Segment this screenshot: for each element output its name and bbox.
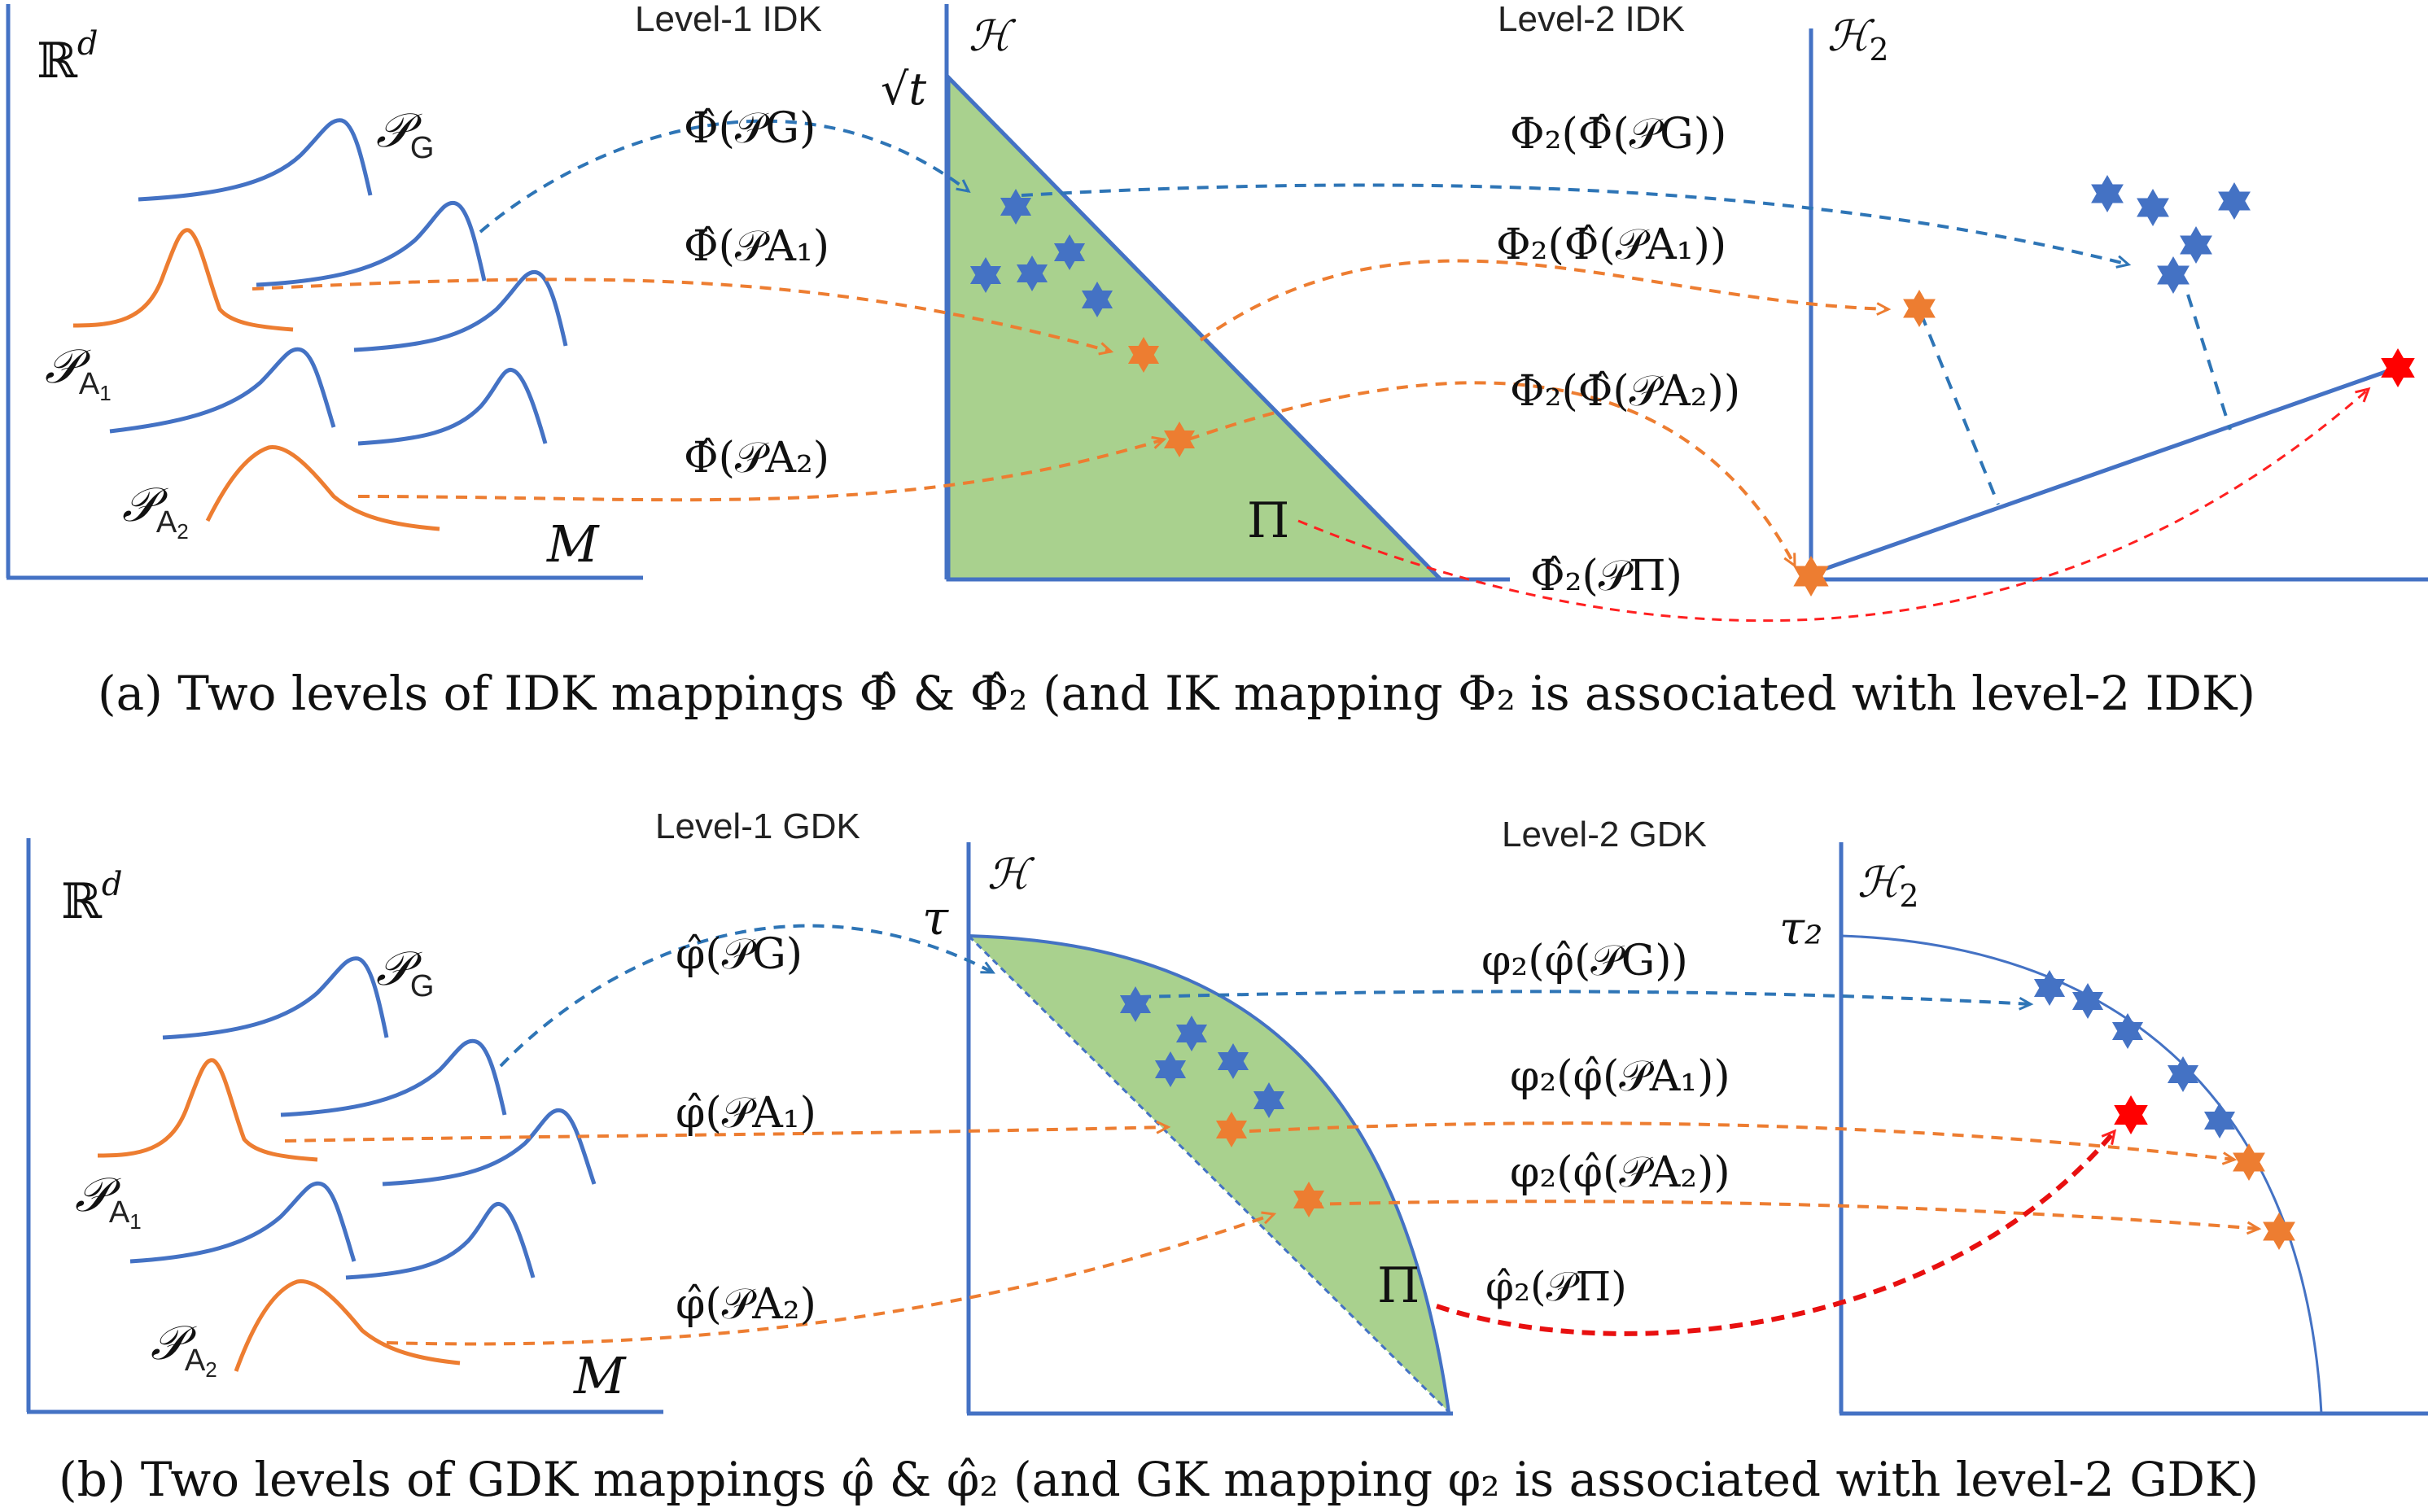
label-tau2: τ₂ (1779, 902, 1822, 955)
star-orange (1793, 556, 1829, 596)
level2-title-a: Level-2 IDK (1498, 0, 1685, 39)
curve-a1 (72, 228, 294, 332)
label-pi-b: Π (1377, 1257, 1420, 1314)
curve-g-1 (138, 118, 373, 202)
map2-g-b: φ₂(φ̂(𝒫G)) (1481, 937, 1688, 985)
map2-a1-a: Φ₂(Φ̂(𝒫A₁)) (1496, 221, 1726, 269)
curve-g-4 (109, 347, 336, 434)
star-orange (2233, 1143, 2265, 1181)
input-space-label-b: ℝd (61, 866, 122, 930)
level1-space-a (944, 4, 1510, 582)
star-red (2114, 1095, 2148, 1134)
map-g-b: φ̂(𝒫G) (676, 930, 803, 979)
star-orange (2263, 1213, 2295, 1250)
map2-g-a: Φ₂(Φ̂(𝒫G)) (1510, 110, 1726, 159)
star-blue (2180, 226, 2212, 264)
star-blue (2091, 175, 2124, 212)
curve-g-5 (357, 368, 548, 446)
label-m-a: M (546, 514, 600, 574)
star-blue (2137, 189, 2169, 226)
input-space-axes-b (26, 838, 663, 1414)
star-blue (2218, 182, 2251, 220)
map-a1-b: φ̂(𝒫A₁) (676, 1089, 816, 1138)
label-h2-b: ℋ2 (1857, 859, 1919, 914)
curve-a2 (205, 445, 440, 531)
level2-projection-line (1810, 365, 2398, 576)
star-orange (1903, 290, 1936, 327)
label-p-a2-b: 𝒫A2 (151, 1315, 217, 1382)
mapping-arrows-b (284, 924, 2262, 1346)
label-m-b: M (573, 1346, 627, 1405)
map2-a2-a: Φ₂(Φ̂(𝒫A₂)) (1510, 367, 1740, 416)
star-red (2381, 348, 2415, 387)
distribution-curves-b (97, 956, 597, 1372)
mapping-arrows-a (252, 119, 2371, 623)
label-h2-a: ℋ2 (1827, 12, 1889, 68)
map-g-a: Φ̂(𝒫G) (684, 104, 816, 153)
curve-g-3 (353, 269, 568, 352)
map-a1-a: Φ̂(𝒫A₁) (684, 222, 829, 271)
label-p-a1-b: 𝒫A1 (75, 1167, 142, 1234)
map2-a1-b: φ₂(φ̂(𝒫A₁)) (1510, 1052, 1730, 1101)
star-blue (2033, 970, 2066, 1006)
feasible-region-a (946, 72, 1446, 582)
map-a2-b: φ̂(𝒫A₂) (676, 1280, 816, 1329)
level2-title-b: Level-2 GDK (1502, 815, 1707, 854)
label-tau: τ (922, 890, 949, 946)
input-space-label-a: ℝd (37, 25, 98, 90)
level1-space-b (966, 842, 1453, 1416)
star-blue (2111, 1013, 2144, 1049)
label-p-a2-a: 𝒫A2 (122, 477, 189, 544)
stars-level2-a (2091, 175, 2251, 294)
panel-b: ℝd 𝒫G 𝒫A1 𝒫A2 M Level-1 GDK Level-2 GDK … (26, 806, 2428, 1507)
level2-space-a (1809, 28, 2428, 582)
label-h-a: ℋ (969, 12, 1017, 61)
label-p-g-a: 𝒫G (376, 103, 434, 165)
level1-title-a: Level-1 IDK (635, 0, 822, 39)
caption-b: (b) Two levels of GDK mappings φ̂ & φ̂₂ … (59, 1452, 2259, 1507)
label-sqrt-t: √t (881, 63, 926, 115)
level1-title-b: Level-1 GDK (655, 806, 860, 846)
label-pi-a: Π (1247, 492, 1289, 549)
star-blue (2157, 256, 2190, 294)
label-p-a1-a: 𝒫A1 (45, 339, 112, 405)
input-space-axes-a (6, 4, 643, 580)
label-h-b: ℋ (987, 850, 1035, 899)
map-a2-a: Φ̂(𝒫A₂) (684, 434, 829, 483)
label-p-g-b: 𝒫G (376, 941, 434, 1003)
map2-pi-b: φ̂₂(𝒫Π) (1485, 1263, 1627, 1310)
map2-pi-a: Φ̂₂(𝒫Π) (1530, 552, 1682, 601)
distribution-curves-a (72, 118, 568, 531)
panel-a: ℝd 𝒫G 𝒫A1 𝒫A2 M Level-1 IDK Level-2 IDK … (6, 0, 2428, 721)
caption-a: (a) Two levels of IDK mappings Φ̂ & Φ̂₂ … (98, 666, 2255, 721)
map2-a2-b: φ₂(φ̂(𝒫A₂)) (1510, 1148, 1730, 1197)
curve-g-2 (256, 200, 487, 287)
